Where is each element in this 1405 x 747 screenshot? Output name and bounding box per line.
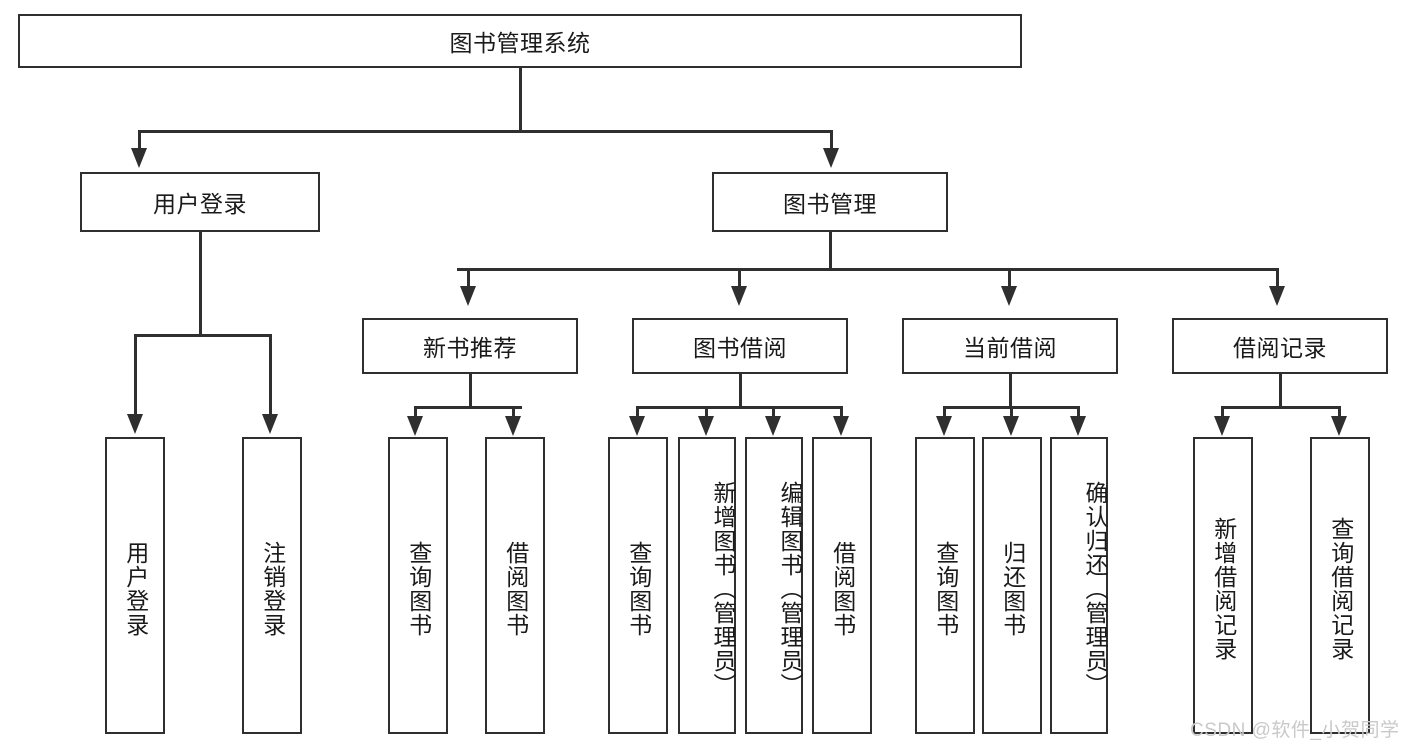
node-label: 归还图书 (999, 540, 1026, 637)
node-label: 查询图书 (625, 540, 652, 637)
connector-root-to-book-management (830, 130, 833, 152)
arrowhead-bm-to-borrow (731, 286, 747, 306)
node-label: 查询借阅记录 (1327, 516, 1354, 661)
node-label: 确认归还（管理员） (1082, 480, 1108, 697)
connector-borrowing-record-bar (1221, 406, 1339, 409)
node-book-borrowing[interactable]: 图书借阅 (632, 318, 848, 374)
node-label: 当前借阅 (963, 335, 1057, 361)
arrowhead-root-to-user-login (131, 148, 147, 168)
arrowhead-bb-leaf-3 (765, 416, 781, 436)
leaf-borrow-books-recommendation[interactable]: 借阅图书 (485, 437, 545, 734)
node-root-book-management-system[interactable]: 图书管理系统 (18, 14, 1022, 68)
node-label: 编辑图书（管理员） (777, 480, 803, 697)
leaf-borrow-books-borrowing[interactable]: 借阅图书 (812, 437, 872, 734)
connector-root-stem (519, 68, 522, 132)
node-new-book-recommendation[interactable]: 新书推荐 (362, 318, 578, 374)
leaf-edit-book-admin[interactable]: 编辑图书（管理员） (745, 437, 803, 734)
connector-book-management-bar (457, 268, 1278, 271)
node-label: 查询图书 (405, 540, 432, 637)
node-label: 查询图书 (932, 540, 959, 637)
connector-bm-to-borrow (738, 268, 741, 290)
arrowhead-new-book-leaf-1 (407, 416, 423, 436)
arrowhead-bm-to-borrow-record (1269, 286, 1285, 306)
node-label: 新增图书（管理员） (710, 480, 736, 697)
connector-bb-leaf-1 (636, 406, 639, 420)
node-label: 新书推荐 (423, 335, 517, 361)
connector-bm-to-borrow-record (1276, 268, 1279, 290)
arrowhead-user-login-leaf-1 (127, 414, 143, 434)
connector-book-management-stem (829, 232, 832, 270)
connector-user-login-to-leaf-1 (134, 334, 137, 418)
connector-br-leaf-1 (1221, 406, 1224, 420)
arrowhead-bb-leaf-1 (629, 416, 645, 436)
node-label: 图书管理系统 (449, 30, 591, 56)
connector-bb-leaf-2 (705, 406, 708, 420)
leaf-query-borrowing-record[interactable]: 查询借阅记录 (1310, 437, 1370, 734)
node-label: 新增借阅记录 (1210, 516, 1237, 661)
leaf-logout[interactable]: 注销登录 (242, 437, 302, 734)
connector-new-book-leaf-1 (414, 406, 417, 420)
connector-cb-leaf-3 (1077, 406, 1080, 420)
connector-new-book-stem (469, 374, 472, 408)
connector-bb-leaf-3 (772, 406, 775, 420)
arrowhead-root-to-book-management (823, 148, 839, 168)
node-label: 用户登录 (153, 191, 247, 217)
node-current-borrowing[interactable]: 当前借阅 (902, 318, 1118, 374)
leaf-return-books[interactable]: 归还图书 (982, 437, 1042, 734)
leaf-add-book-admin[interactable]: 新增图书（管理员） (678, 437, 736, 734)
arrowhead-bb-leaf-4 (833, 416, 849, 436)
node-label: 用户登录 (122, 540, 149, 637)
connector-new-book-leaf-2 (512, 406, 515, 420)
connector-user-login-bar (134, 334, 271, 337)
node-book-management[interactable]: 图书管理 (712, 172, 948, 232)
node-label: 借阅图书 (829, 540, 856, 637)
connector-borrowing-record-stem (1279, 374, 1282, 408)
node-label: 借阅记录 (1233, 335, 1327, 361)
connector-user-login-to-leaf-2 (269, 334, 272, 418)
connector-bm-to-new-book (467, 268, 470, 290)
connector-book-borrowing-stem (739, 374, 742, 408)
node-label: 借阅图书 (502, 540, 529, 637)
node-label: 图书借阅 (693, 335, 787, 361)
connector-book-borrowing-bar (636, 406, 842, 409)
arrowhead-cb-leaf-2 (1003, 416, 1019, 436)
connector-root-bar (138, 130, 832, 133)
leaf-query-books-recommendation[interactable]: 查询图书 (388, 437, 448, 734)
leaf-query-books-current[interactable]: 查询图书 (915, 437, 975, 734)
node-label: 图书管理 (783, 191, 877, 217)
leaf-confirm-return-admin[interactable]: 确认归还（管理员） (1050, 437, 1108, 734)
connector-new-book-bar (414, 406, 522, 409)
arrowhead-cb-leaf-3 (1070, 416, 1086, 436)
node-label: 注销登录 (259, 540, 286, 637)
connector-cb-leaf-1 (943, 406, 946, 420)
arrowhead-br-leaf-2 (1331, 416, 1347, 436)
connector-user-login-stem (199, 232, 202, 336)
leaf-query-books-borrowing[interactable]: 查询图书 (608, 437, 668, 734)
leaf-user-login[interactable]: 用户登录 (105, 437, 165, 734)
arrowhead-bb-leaf-2 (698, 416, 714, 436)
arrowhead-br-leaf-1 (1214, 416, 1230, 436)
connector-bb-leaf-4 (840, 406, 843, 420)
connector-br-leaf-2 (1338, 406, 1341, 420)
arrowhead-user-login-leaf-2 (262, 414, 278, 434)
arrowhead-bm-to-new-book (460, 286, 476, 306)
node-borrowing-record[interactable]: 借阅记录 (1172, 318, 1388, 374)
connector-cb-leaf-2 (1010, 406, 1013, 420)
arrowhead-new-book-leaf-2 (505, 416, 521, 436)
csdn-watermark: CSDN @软件_小贺同学 (1190, 720, 1400, 741)
connector-bm-to-current-borrow (1008, 268, 1011, 290)
connector-root-to-user-login (138, 130, 141, 152)
arrowhead-cb-leaf-1 (936, 416, 952, 436)
node-user-login[interactable]: 用户登录 (80, 172, 320, 232)
leaf-add-borrowing-record[interactable]: 新增借阅记录 (1193, 437, 1253, 734)
connector-current-borrowing-stem (1009, 374, 1012, 408)
arrowhead-bm-to-current-borrow (1001, 286, 1017, 306)
